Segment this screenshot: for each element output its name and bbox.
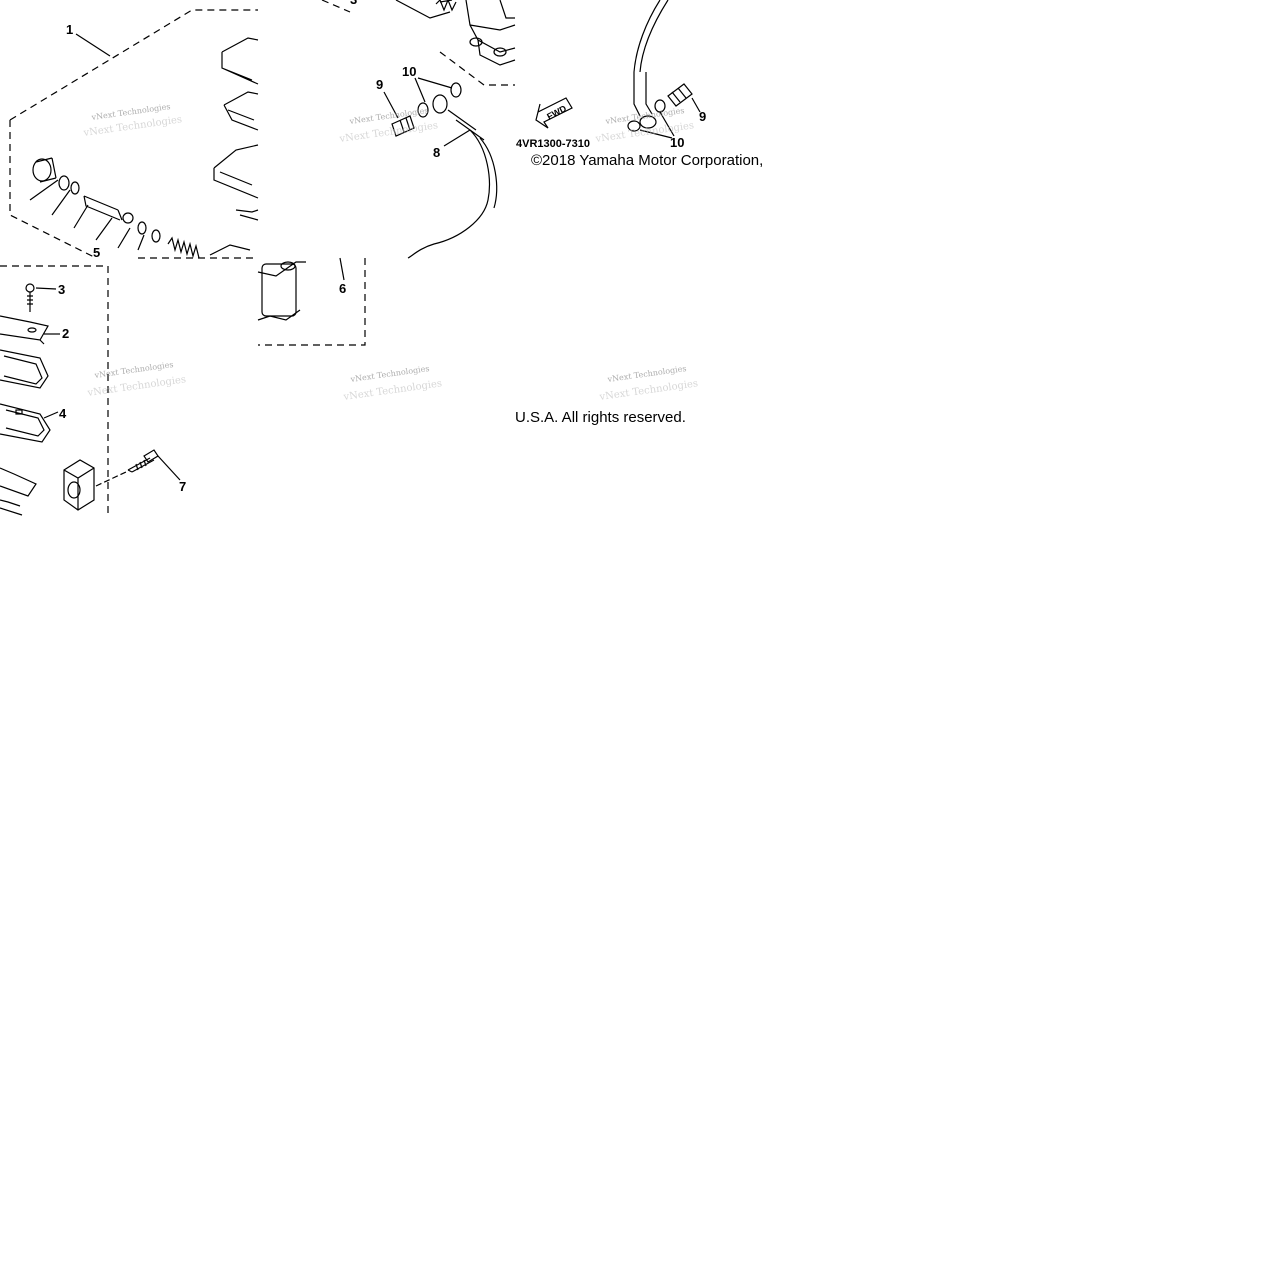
copper-washer-part <box>417 102 429 118</box>
seal-part <box>151 229 161 243</box>
callout-8: 8 <box>433 145 440 160</box>
reservoir-cap-part <box>0 315 49 345</box>
tile-top-right <box>535 0 701 139</box>
leader-line-3 <box>35 287 57 290</box>
piston-spring-part <box>209 244 251 256</box>
tile-middle-left <box>0 265 109 516</box>
banjo-bolt-part <box>391 115 415 137</box>
callout-3: 3 <box>58 282 65 297</box>
brake-hose-part <box>447 109 485 141</box>
callout-9-right: 9 <box>699 109 706 124</box>
clamp-bolt-part <box>127 457 155 473</box>
brake-hose-part <box>633 72 653 117</box>
leader-line-1 <box>75 33 111 57</box>
copper-washer-part <box>450 82 462 98</box>
brake-hose-part <box>633 0 669 73</box>
callout-10-right: 10 <box>670 135 684 150</box>
callout-7: 7 <box>179 479 186 494</box>
assembly-outline-dashed <box>9 9 258 259</box>
dust-boot-part <box>35 157 57 183</box>
clamp-hole <box>67 481 81 499</box>
banjo-fitting-part <box>639 115 657 129</box>
reservoir-cap-part <box>223 91 259 131</box>
clamp-centerline <box>95 471 127 487</box>
diaphragm-tab <box>15 409 23 415</box>
clamp-bolt-thread <box>135 459 147 471</box>
piston-part <box>83 195 123 221</box>
leader-line-9 <box>691 97 701 113</box>
master-cylinder-body-part <box>465 0 516 66</box>
tile-top-middle <box>257 0 516 346</box>
assembly-outline-dashed <box>258 0 515 346</box>
piston-cup-part <box>122 212 134 224</box>
leader-line-5 <box>29 179 145 251</box>
callout-9-left: 9 <box>376 77 383 92</box>
leader-line-8 <box>443 129 471 147</box>
callout-1: 1 <box>66 22 73 37</box>
body-boss <box>261 263 297 317</box>
diaphragm-plate-part <box>0 349 49 389</box>
callout-2: 2 <box>62 326 69 341</box>
callout-10-left: 10 <box>402 64 416 79</box>
leader-line-6 <box>339 257 345 281</box>
tile-top-left <box>9 9 259 259</box>
leader-line-9 <box>383 91 399 119</box>
diaphragm-part <box>0 403 51 443</box>
spring-part <box>167 236 200 259</box>
reservoir-body-part <box>0 467 37 497</box>
reservoir-body-part <box>213 144 259 199</box>
dust-boot-part <box>32 158 52 182</box>
leader-line-4 <box>43 411 59 419</box>
circlip-part <box>58 175 70 191</box>
copyright-line-1: ©2018 Yamaha Motor Corporation, <box>531 152 764 169</box>
leader-line-10 <box>639 111 675 139</box>
master-cylinder-lower-part <box>257 261 306 321</box>
brake-hose-part <box>407 129 491 259</box>
body-bolt-part <box>499 0 515 19</box>
callout-6: 6 <box>339 281 346 296</box>
screw-part <box>25 283 35 293</box>
reservoir-body-part <box>235 209 259 221</box>
washer-part <box>70 181 80 195</box>
clamp-bolt-group <box>95 449 181 487</box>
body-bolt-hole <box>469 37 483 47</box>
cap-hole <box>27 327 37 333</box>
banjo-fitting-part <box>432 94 448 114</box>
seal-part <box>137 221 147 235</box>
copper-washer-part <box>627 120 641 132</box>
brake-hose-part <box>479 137 498 209</box>
drawing-code: 4VR1300-7310 <box>516 138 590 150</box>
body-bolt-hole <box>280 261 296 271</box>
callout-5: 5 <box>93 245 100 260</box>
body-bolt-hole <box>493 47 507 57</box>
reservoir-body-part <box>0 499 23 516</box>
assembly-outline-dashed <box>0 265 109 515</box>
fwd-arrow-icon <box>535 97 573 129</box>
banjo-bolt-part <box>667 83 693 107</box>
leader-line-10 <box>414 77 453 103</box>
screw-part <box>27 292 33 312</box>
reservoir-cap-part <box>221 37 259 85</box>
callout-4: 4 <box>59 406 67 421</box>
leader-line-7 <box>157 455 181 481</box>
spring-part <box>435 0 457 12</box>
copyright-line-2: U.S.A. All rights reserved. <box>515 409 686 426</box>
master-cylinder-body-part <box>395 0 453 19</box>
callout-3-top: 3 <box>350 0 357 7</box>
